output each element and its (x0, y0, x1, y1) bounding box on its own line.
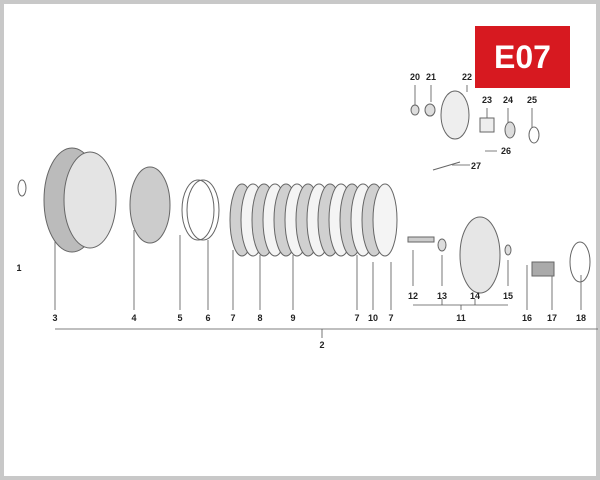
callout-10: 10 (367, 313, 379, 323)
callout-2: 2 (319, 340, 325, 350)
washer-20 (410, 104, 420, 116)
spring-25 (528, 126, 540, 144)
washer-1 (17, 179, 27, 197)
nut-24 (504, 121, 516, 139)
cover-22 (440, 90, 470, 140)
callout-15: 15 (502, 291, 514, 301)
callout-12: 12 (407, 291, 419, 301)
nut-21 (424, 103, 436, 117)
callout-14: 14 (469, 291, 481, 301)
bush-23 (479, 117, 495, 133)
washer-13 (437, 238, 447, 252)
callout-6: 6 (205, 313, 211, 323)
ring-5-6 (181, 179, 215, 241)
callout-22: 22 (461, 72, 473, 82)
callout-21: 21 (425, 72, 437, 82)
callout-7: 7 (388, 313, 394, 323)
callout-20: 20 (409, 72, 421, 82)
callout-9: 9 (290, 313, 296, 323)
callout-13: 13 (436, 291, 448, 301)
bolt-12 (407, 236, 435, 243)
callout-8: 8 (257, 313, 263, 323)
callout-16: 16 (521, 313, 533, 323)
pressure-plate-14 (459, 216, 501, 294)
plate-18 (569, 241, 591, 283)
callout-1: 1 (16, 263, 22, 273)
callout-24: 24 (502, 95, 514, 105)
callout-25: 25 (526, 95, 538, 105)
callout-5: 5 (177, 313, 183, 323)
callout-7: 7 (354, 313, 360, 323)
callout-4: 4 (131, 313, 137, 323)
bracket-2 (55, 328, 598, 338)
callout-11: 11 (456, 313, 466, 323)
clutch-plates (229, 183, 398, 257)
callout-7: 7 (230, 313, 236, 323)
callout-26: 26 (500, 146, 512, 156)
bearing-15 (504, 244, 512, 256)
rod-27 (432, 161, 461, 171)
hub-4 (129, 166, 171, 244)
callout-17: 17 (546, 313, 558, 323)
section-code-badge: E07 (475, 26, 570, 88)
callout-3: 3 (52, 313, 58, 323)
spring-17 (531, 261, 555, 277)
callout-23: 23 (481, 95, 493, 105)
callout-27: 27 (470, 161, 482, 171)
callout-18: 18 (575, 313, 587, 323)
clutch-plate (372, 183, 398, 257)
top-leaders (414, 85, 533, 166)
